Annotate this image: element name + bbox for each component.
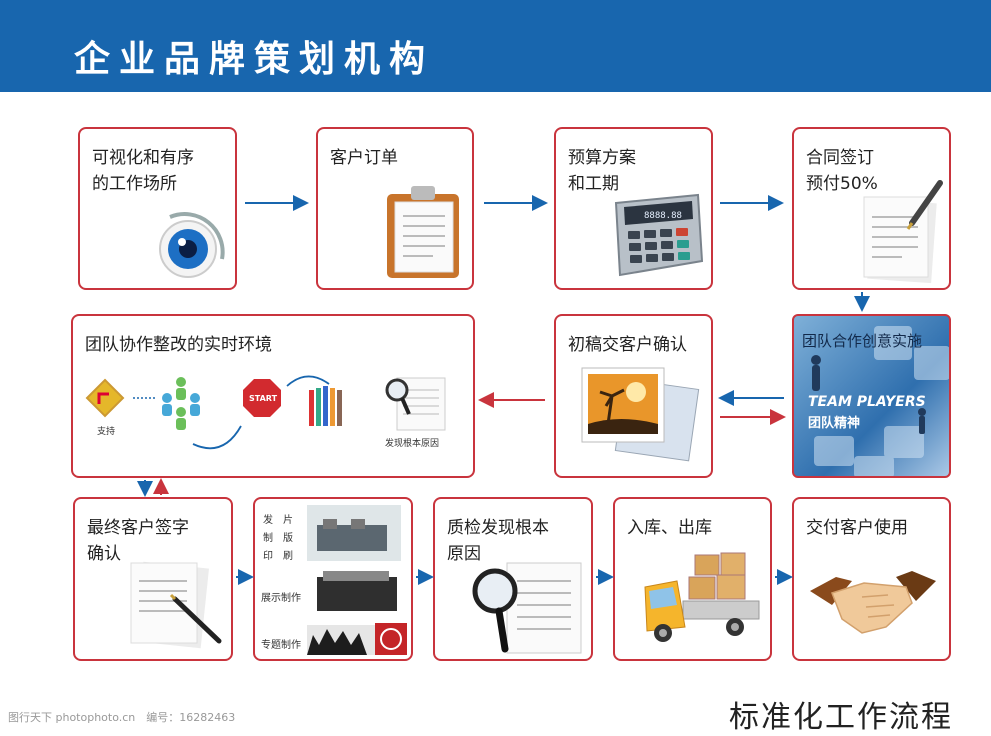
eye-icon <box>159 212 225 278</box>
step-team-rectification[interactable]: 团队协作整改的实时环境 支持 START 发现根本原因 <box>71 314 475 478</box>
start-sign-icon <box>243 379 281 417</box>
step-label: 交付客户使用 <box>806 518 908 538</box>
step-quality-inspection[interactable]: 质检发现根本 原因 <box>433 497 593 661</box>
step-visual-workplace[interactable]: 可视化和有序 的工作场所 <box>78 127 237 290</box>
step-label: 合同签订 预付50% <box>806 148 878 194</box>
step-label: 初稿交客户确认 <box>568 335 687 355</box>
sign-icon <box>85 378 125 418</box>
people-icon <box>162 377 200 430</box>
pencils-icon <box>309 386 342 426</box>
calculator-display: 8888.88 <box>644 211 682 221</box>
step-label: 入库、出库 <box>627 518 712 538</box>
magnifier-document-icon <box>472 562 582 654</box>
step-delivery-to-customer[interactable]: 交付客户使用 <box>792 497 951 661</box>
process-cycle-icon: 支持 START 发现根本原因 <box>85 375 446 450</box>
step-label: 团队协作整改的实时环境 <box>85 335 272 355</box>
step-label: 团队合作创意实施 <box>802 332 923 350</box>
page-title: 企业品牌策划机构 <box>74 39 435 80</box>
production-line2: 制 版 <box>263 533 293 544</box>
header-bar: 企业品牌策划机构 <box>0 0 991 92</box>
step-label: 质检发现根本 原因 <box>447 518 549 564</box>
step-customer-order[interactable]: 客户订单 <box>316 127 474 290</box>
document-pen-icon <box>863 180 943 284</box>
team-puzzle-image <box>811 326 949 476</box>
delivery-truck-icon <box>644 552 760 642</box>
production-line4: 展示制作 <box>261 593 301 604</box>
magnifier-icon <box>385 378 409 402</box>
step-label: 预算方案 和工期 <box>568 148 636 194</box>
production-images <box>307 505 407 655</box>
step-budget-schedule[interactable]: 预算方案 和工期 8888.88 <box>554 127 713 290</box>
team-spirit-text: 团队精神 <box>808 416 861 431</box>
team-players-text: TEAM PLAYERS <box>808 394 926 410</box>
step-label: 最终客户签字 确认 <box>87 518 189 564</box>
production-line1: 发 片 <box>263 515 293 526</box>
process-title: 标准化工作流程 <box>729 700 953 735</box>
production-line5: 专题制作 <box>261 640 301 651</box>
step-label: 可视化和有序 的工作场所 <box>92 148 194 194</box>
calculator-icon: 8888.88 <box>614 193 704 277</box>
step-draft-confirmation[interactable]: 初稿交客户确认 <box>554 314 713 478</box>
handshake-icon <box>810 571 936 634</box>
document-pen-icon <box>130 561 222 649</box>
step-contract-prepayment[interactable]: 合同签订 预付50% <box>792 127 951 290</box>
production-line3: 印 刷 <box>263 551 293 562</box>
step-production[interactable]: 发 片 制 版 印 刷 展示制作 专题制作 <box>253 497 413 661</box>
step-label: 客户订单 <box>330 148 398 168</box>
photo-icon <box>581 367 700 462</box>
step-final-signature[interactable]: 最终客户签字 确认 <box>73 497 233 661</box>
find-cause-caption: 发现根本原因 <box>385 437 439 449</box>
step-warehouse-in-out[interactable]: 入库、出库 <box>613 497 772 661</box>
start-text: START <box>249 394 278 403</box>
clipboard-icon <box>387 186 459 278</box>
step-team-implementation[interactable]: 团队合作创意实施 TEAM PLAYERS 团队精神 <box>792 314 951 478</box>
watermark-text: 图行天下 photophoto.cn 编号：16282463 <box>8 711 236 724</box>
support-caption: 支持 <box>97 425 115 437</box>
